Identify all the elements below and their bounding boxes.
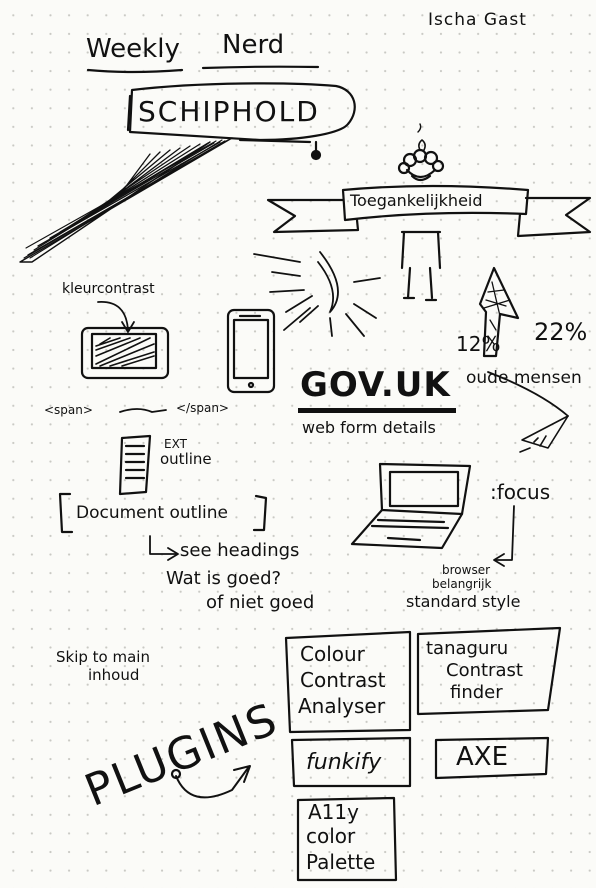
stat-left: 12% bbox=[456, 332, 501, 356]
kleurcontrast-arrow bbox=[97, 301, 129, 331]
plugin-axe: AXE bbox=[456, 742, 509, 772]
ext-outline-icon bbox=[118, 434, 152, 496]
up-arrow-icon bbox=[478, 266, 520, 358]
see-headings-arrow bbox=[149, 535, 177, 555]
toegankelijkheid-banner bbox=[266, 184, 592, 238]
of-niet-goed-label: of niet goed bbox=[206, 592, 315, 613]
title-weekly: Weekly bbox=[86, 34, 180, 64]
ext-label: EXT bbox=[164, 437, 187, 451]
laptop-icon bbox=[350, 462, 472, 550]
airplane-icon bbox=[19, 82, 356, 263]
gov-uk-caption: web form details bbox=[302, 418, 436, 437]
kleurcontrast-label: kleurcontrast bbox=[62, 281, 155, 297]
plugin-box-axe bbox=[434, 736, 550, 780]
cursor-icon bbox=[519, 415, 569, 453]
phone-icon bbox=[226, 308, 276, 394]
plane-label: SCHIPHOLD bbox=[138, 95, 320, 128]
plugin-tanaguru: tanaguru bbox=[426, 638, 509, 659]
focus-label: :focus bbox=[490, 480, 551, 504]
title-nerd: Nerd bbox=[222, 30, 285, 60]
focus-arrow bbox=[495, 505, 515, 561]
browser-label: browser bbox=[442, 563, 491, 577]
outline-label: outline bbox=[160, 450, 212, 468]
gov-uk-logo: GOV.UK bbox=[300, 365, 451, 405]
oude-mensen-label: oude mensen bbox=[466, 368, 582, 388]
plugin-box-funkify bbox=[290, 736, 412, 788]
skip-to-main-label: Skip to main bbox=[56, 648, 150, 666]
author-name: Ischa Gast bbox=[428, 10, 527, 30]
oude-mensen-arrow bbox=[487, 371, 569, 417]
plugin-box-tanaguru bbox=[416, 626, 562, 716]
plugin-box-colour-contrast-analyser bbox=[284, 630, 412, 734]
sun-icon bbox=[253, 251, 381, 337]
plugin-color: color bbox=[306, 824, 356, 848]
banner-label: Toegankelijkheid bbox=[350, 191, 483, 210]
gov-uk-underline bbox=[298, 408, 456, 413]
wat-is-goed-label: Wat is goed? bbox=[166, 568, 282, 589]
plugin-contrast: Contrast bbox=[300, 668, 386, 692]
document-outline-bracket-right bbox=[252, 494, 268, 532]
plugin-a11y: A11y bbox=[308, 800, 359, 824]
see-headings-label: see headings bbox=[180, 540, 300, 561]
plugin-box-a11y-color-palette bbox=[296, 796, 398, 882]
belangrijk-label: belangrijk bbox=[432, 577, 492, 591]
stat-right: 22% bbox=[534, 318, 588, 346]
plugin-funkify: funkify bbox=[306, 750, 382, 775]
plugin-palette: Palette bbox=[306, 850, 376, 874]
plugins-arrow bbox=[175, 767, 249, 799]
monitor-icon bbox=[80, 326, 170, 380]
plugin-analyser: Analyser bbox=[298, 694, 385, 718]
plugin-colour: Colour bbox=[300, 642, 365, 666]
standard-style-label: standard style bbox=[406, 592, 521, 611]
plugin-contrast-2: Contrast bbox=[446, 660, 523, 681]
document-outline-bracket-left bbox=[58, 492, 74, 534]
weekly-underline bbox=[86, 68, 184, 74]
span-close-label: </span> bbox=[176, 401, 229, 415]
nerd-underline bbox=[201, 65, 320, 70]
document-outline-label: Document outline bbox=[76, 503, 228, 523]
inhoud-label: inhoud bbox=[88, 666, 140, 684]
plugin-finder: finder bbox=[450, 682, 503, 703]
span-open-label: <span> bbox=[44, 403, 93, 417]
person-icon bbox=[397, 123, 445, 302]
span-arrow bbox=[119, 408, 167, 413]
